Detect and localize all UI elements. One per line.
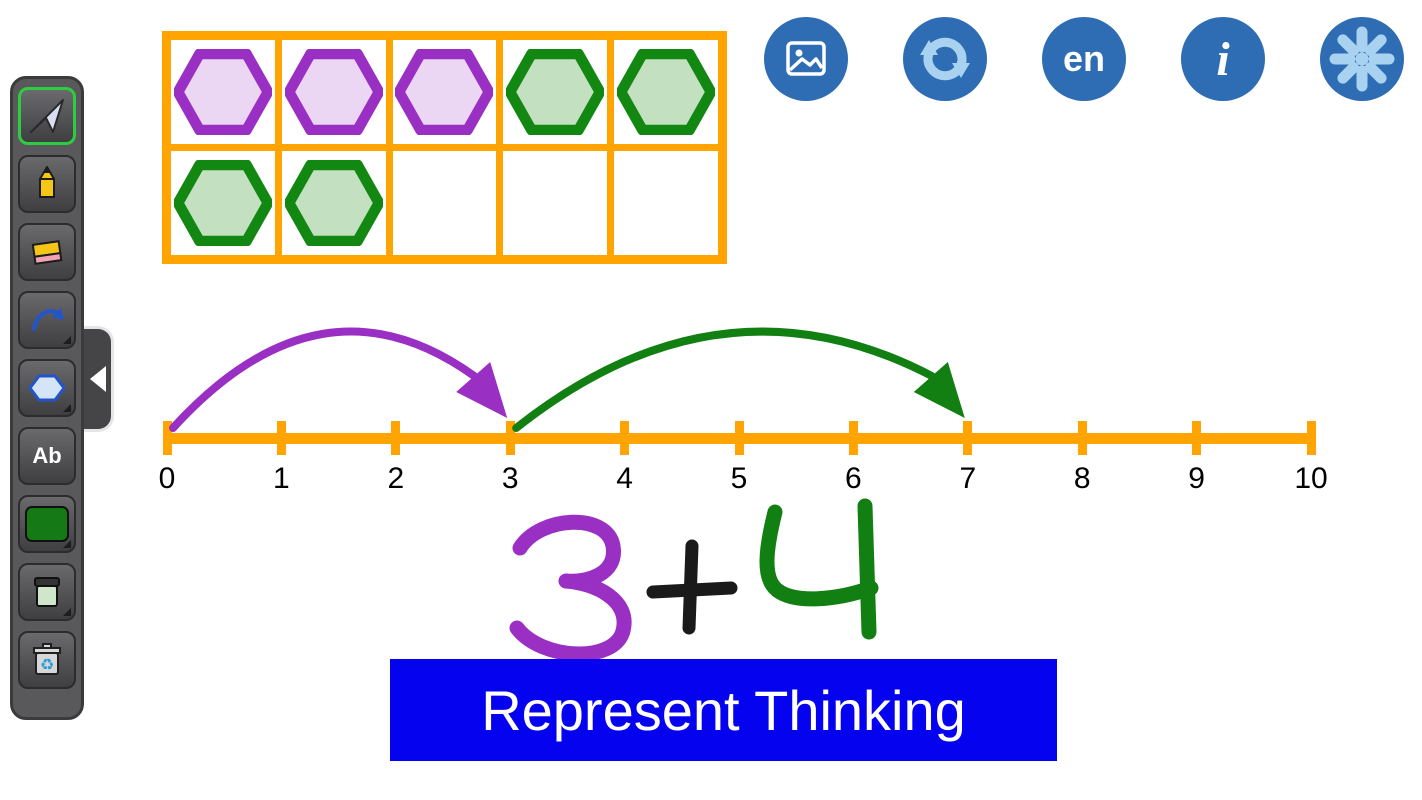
number-line-tick bbox=[734, 421, 744, 455]
tool-trash[interactable]: ♻ bbox=[18, 631, 76, 689]
collapse-left-arrow-icon bbox=[89, 366, 106, 392]
submenu-caret-icon bbox=[63, 336, 71, 344]
language-label: en bbox=[1062, 38, 1105, 79]
tool-text[interactable]: Ab bbox=[18, 427, 76, 485]
tool-curve-arrow[interactable] bbox=[18, 291, 76, 349]
ten-frame-grid bbox=[162, 31, 727, 264]
handwritten-expression[interactable] bbox=[445, 488, 915, 678]
ten-frame-cell bbox=[171, 40, 275, 144]
hexagon-green[interactable] bbox=[173, 160, 272, 246]
number-line-labels: 0 1 2 3 4 5 6 7 8 9 10 bbox=[159, 462, 1328, 498]
text-tool-label: Ab bbox=[32, 443, 62, 468]
recycle-glyph: ♻ bbox=[40, 655, 54, 674]
ten-frame-cell bbox=[392, 151, 497, 255]
submenu-caret-icon bbox=[63, 540, 71, 548]
hexagon-purple[interactable] bbox=[395, 49, 494, 135]
number-line-tick bbox=[620, 421, 630, 455]
number-line-label: 8 bbox=[1073, 462, 1091, 495]
number-line-tick bbox=[1077, 421, 1087, 455]
tool-pointer[interactable] bbox=[18, 87, 76, 145]
number-line-tick bbox=[848, 421, 858, 455]
jump-arc-green[interactable] bbox=[512, 327, 965, 432]
sync-button[interactable] bbox=[903, 17, 987, 101]
sidebar-collapse-handle[interactable] bbox=[84, 326, 114, 432]
curve-arrow-icon bbox=[32, 308, 64, 331]
submenu-caret-icon bbox=[63, 404, 71, 412]
ten-frame-cell bbox=[281, 40, 386, 144]
jump-arc-purple[interactable] bbox=[169, 327, 508, 432]
hexagon-icon bbox=[28, 374, 66, 402]
language-button[interactable]: en bbox=[1042, 17, 1126, 101]
hexagon-purple[interactable] bbox=[284, 49, 383, 135]
ten-frame-cell bbox=[171, 151, 275, 255]
number-line-label: 9 bbox=[1188, 462, 1205, 495]
ten-frame-cell bbox=[392, 40, 497, 144]
pencil-icon bbox=[39, 166, 55, 198]
ten-frame-cell bbox=[614, 40, 718, 144]
banner[interactable]: Represent Thinking bbox=[390, 659, 1057, 761]
trash-icon: ♻ bbox=[33, 643, 61, 675]
tool-color-swatch[interactable] bbox=[18, 495, 76, 553]
ten-frame-cell bbox=[503, 151, 608, 255]
burst-button[interactable] bbox=[1320, 17, 1404, 101]
number-line-tick bbox=[276, 421, 286, 455]
number-line-tick bbox=[505, 421, 515, 455]
hexagon-green[interactable] bbox=[617, 49, 716, 135]
number-line-label: 6 bbox=[845, 462, 862, 495]
tool-pencil[interactable] bbox=[18, 155, 76, 213]
number-line-label: 4 bbox=[616, 462, 633, 495]
handwritten-addend-2[interactable] bbox=[759, 498, 879, 640]
top-button-bar: en i bbox=[764, 17, 1404, 101]
number-line-tick bbox=[391, 421, 401, 455]
number-line-tick bbox=[1192, 421, 1202, 455]
image-button[interactable] bbox=[764, 17, 848, 101]
sync-icon bbox=[920, 37, 970, 81]
jumps-svg bbox=[169, 327, 965, 432]
number-line-label: 3 bbox=[501, 462, 519, 495]
info-button[interactable]: i bbox=[1181, 17, 1265, 101]
info-label: i bbox=[1216, 32, 1230, 86]
number-line-tick bbox=[963, 421, 973, 455]
tool-hexagon-shape[interactable] bbox=[18, 359, 76, 417]
banner-text: Represent Thinking bbox=[481, 678, 966, 742]
pointer-icon bbox=[30, 99, 64, 133]
number-line-tick bbox=[1306, 421, 1316, 455]
tool-fill-jar[interactable] bbox=[18, 563, 76, 621]
hexagon-purple[interactable] bbox=[173, 49, 272, 135]
number-line-label: 5 bbox=[730, 462, 748, 495]
ten-frame-cell bbox=[503, 40, 608, 144]
tool-eraser[interactable] bbox=[18, 223, 76, 281]
fill-jar-icon bbox=[34, 577, 60, 607]
image-icon bbox=[786, 41, 826, 76]
ten-frame-cell bbox=[281, 151, 386, 255]
green-color-swatch-icon bbox=[25, 506, 69, 542]
number-line-label: 10 bbox=[1294, 462, 1328, 495]
hexagon-green[interactable] bbox=[284, 160, 383, 246]
number-line-label: 7 bbox=[959, 462, 977, 495]
number-line-label: 1 bbox=[273, 462, 290, 495]
hexagon-green[interactable] bbox=[506, 49, 605, 135]
burst-icon bbox=[1329, 26, 1395, 92]
number-line-tick bbox=[162, 421, 172, 455]
number-line-label: 0 bbox=[158, 462, 176, 495]
number-line-ticks bbox=[162, 421, 1316, 455]
handwritten-plus[interactable] bbox=[646, 539, 738, 635]
number-line-label: 2 bbox=[387, 462, 405, 495]
eraser-icon bbox=[31, 240, 63, 265]
submenu-caret-icon bbox=[63, 608, 71, 616]
handwritten-addend-1[interactable] bbox=[509, 514, 632, 662]
ten-frame-cell bbox=[614, 151, 718, 255]
tool-sidebar: Ab ♻ bbox=[10, 76, 84, 720]
